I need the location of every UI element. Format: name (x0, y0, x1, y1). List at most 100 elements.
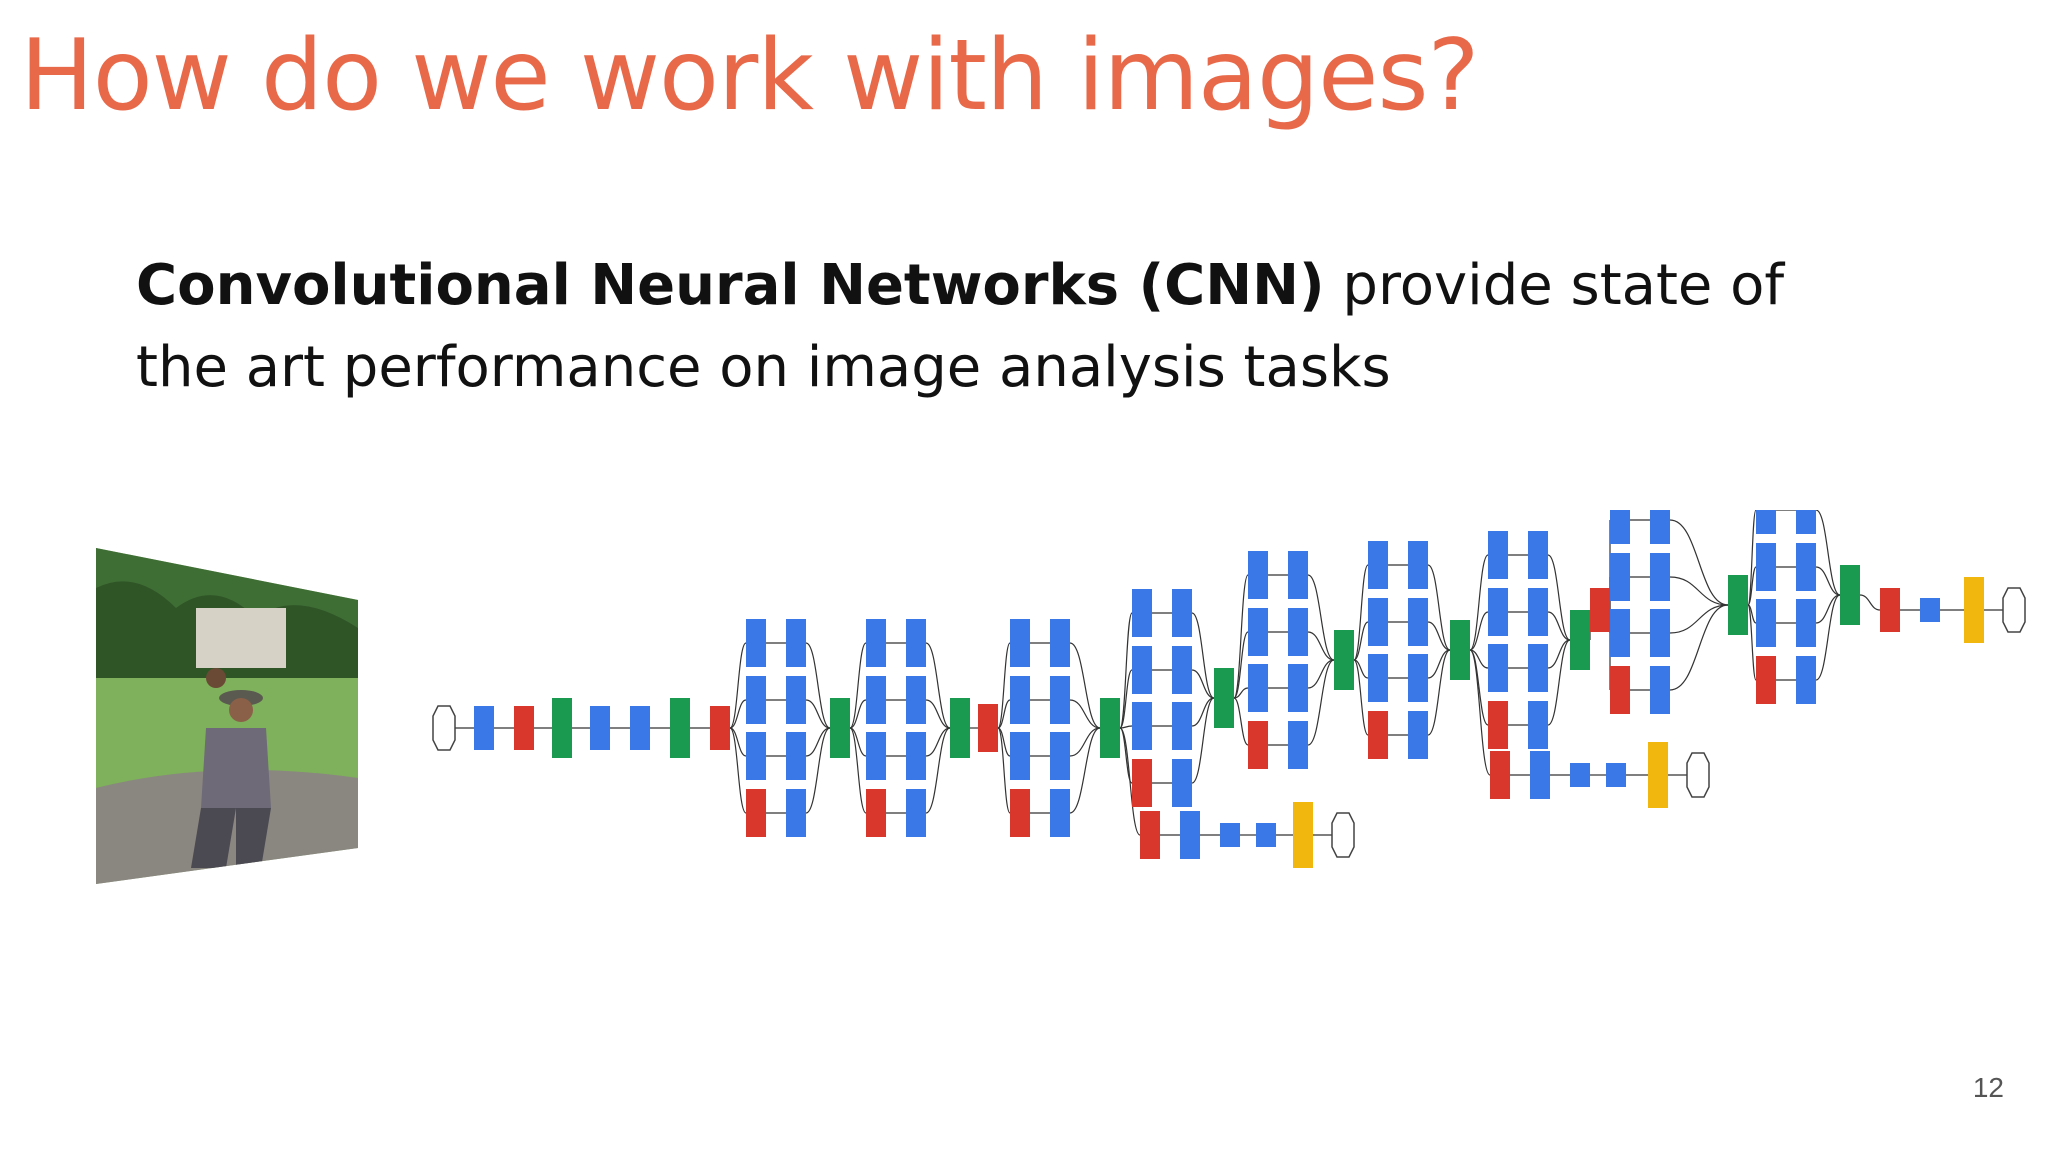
diagram-edge (805, 727, 831, 757)
diagram-node (1796, 599, 1816, 647)
diagram-node (906, 732, 926, 780)
diagram-node (1488, 531, 1508, 579)
diagram-node (866, 789, 886, 837)
diagram-node (1172, 702, 1192, 750)
diagram-node (830, 698, 850, 758)
diagram-edge (1747, 604, 1757, 681)
diagram-node (1920, 598, 1940, 622)
diagram-edge (1747, 604, 1757, 624)
diagram-node (746, 732, 766, 780)
page-number: 12 (1972, 1072, 2004, 1103)
diagram-edge (1119, 725, 1133, 729)
photo-image (96, 548, 358, 884)
diagram-node (1570, 610, 1590, 670)
diagram-node (1050, 619, 1070, 667)
diagram-node (1610, 666, 1630, 714)
diagram-node (1590, 588, 1610, 632)
diagram-node (1880, 588, 1900, 632)
diagram-edge (1353, 659, 1369, 679)
diagram-node (1796, 510, 1816, 534)
diagram-node (786, 732, 806, 780)
diagram-node (1248, 664, 1268, 712)
diagram-node (1288, 608, 1308, 656)
diagram-node (670, 698, 690, 758)
diagram-edge (1547, 639, 1571, 726)
diagram-node (906, 619, 926, 667)
diagram-edge (997, 727, 1011, 814)
diagram-edge (729, 727, 747, 757)
diagram-node (1100, 698, 1120, 758)
diagram-edge (1307, 574, 1335, 661)
diagram-edge (925, 727, 951, 814)
diagram-node (1756, 510, 1776, 534)
diagram-node (710, 706, 730, 750)
diagram-node (1132, 702, 1152, 750)
diagram-node (786, 619, 806, 667)
diagram-node (1010, 676, 1030, 724)
diagram-node (866, 732, 886, 780)
diagram-node (1368, 598, 1388, 646)
diagram-node (1220, 823, 1240, 847)
diagram-node (630, 706, 650, 750)
diagram-node (1488, 644, 1508, 692)
diagram-node (1132, 759, 1152, 807)
diagram-node (906, 676, 926, 724)
diagram-edge (805, 642, 831, 729)
diagram-node (1610, 553, 1630, 601)
diagram-edge (1307, 659, 1335, 689)
diagram-node (1172, 646, 1192, 694)
diagram-node (1728, 575, 1748, 635)
diagram-node (1368, 541, 1388, 589)
diagram-node (1180, 811, 1200, 859)
diagram-edge (1859, 594, 1881, 611)
diagram-node (1172, 589, 1192, 637)
diagram-node (1368, 711, 1388, 759)
diagram-node (1530, 751, 1550, 799)
diagram-terminal (1331, 812, 1355, 858)
diagram-node (866, 676, 886, 724)
diagram-node (1132, 646, 1152, 694)
diagram-node (1528, 531, 1548, 579)
diagram-node (1408, 711, 1428, 759)
diagram-node (1964, 577, 1984, 643)
diagram-node (1648, 742, 1668, 808)
diagram-node (1010, 732, 1030, 780)
diagram-edge (1815, 510, 1841, 596)
diagram-node (1606, 763, 1626, 787)
diagram-node (1368, 654, 1388, 702)
diagram-edge (1119, 727, 1133, 784)
diagram-node (1050, 676, 1070, 724)
diagram-node (1528, 644, 1548, 692)
diagram-edge (1069, 727, 1101, 757)
diagram-edge (1669, 576, 1729, 606)
diagram-node (1450, 620, 1470, 680)
diagram-node (1650, 609, 1670, 657)
diagram-edge (729, 642, 747, 729)
diagram-edge (1427, 649, 1451, 679)
diagram-node (552, 698, 572, 758)
diagram-edge (1069, 727, 1101, 814)
body-text: Convolutional Neural Networks (CNN) prov… (136, 245, 1836, 409)
diagram-node (746, 619, 766, 667)
diagram-edge (805, 727, 831, 814)
diagram-node (1050, 732, 1070, 780)
diagram-edge (1547, 554, 1571, 641)
diagram-node (514, 706, 534, 750)
diagram-edge (1191, 697, 1215, 784)
diagram-node (1172, 759, 1192, 807)
diagram-edge (1469, 554, 1489, 651)
diagram-node (1490, 751, 1510, 799)
diagram-node (746, 676, 766, 724)
diagram-node (786, 676, 806, 724)
diagram-edge (997, 727, 1011, 757)
diagram-node (1132, 589, 1152, 637)
diagram-edge (1747, 510, 1757, 606)
diagram-node (786, 789, 806, 837)
diagram-edge (1233, 574, 1249, 699)
diagram-edge (1233, 697, 1249, 746)
diagram-node (1488, 701, 1508, 749)
diagram-node (866, 619, 886, 667)
diagram-node (1650, 510, 1670, 544)
diagram-node (1756, 543, 1776, 591)
diagram-edge (1191, 697, 1215, 727)
